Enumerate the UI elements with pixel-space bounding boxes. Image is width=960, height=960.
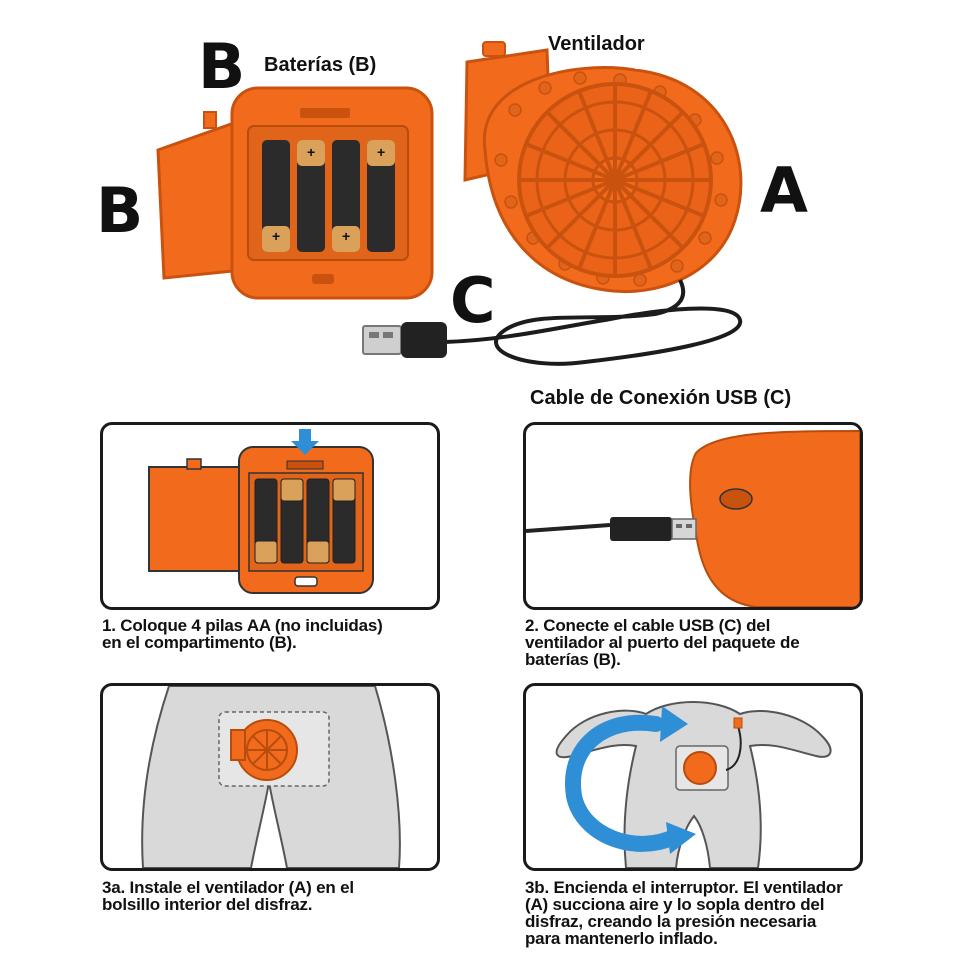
battery-pack-icon — [156, 86, 434, 300]
usb-connection-illustration — [526, 430, 860, 607]
step-2-panel — [523, 422, 863, 610]
step-3a-panel — [100, 683, 440, 871]
step-2-text: 2. Conecte el cable USB (C) del ventilad… — [525, 616, 800, 669]
battery-plus-4: + — [377, 144, 386, 160]
label-b-top: B — [198, 30, 246, 103]
battery-plus-2: + — [307, 144, 316, 160]
label-ventilador: Ventilador — [548, 33, 645, 55]
step-1-text: 1. Coloque 4 pilas AA (no incluidas) en … — [102, 616, 383, 652]
label-cable-usb: Cable de Conexión USB (C) — [530, 387, 792, 409]
down-arrow-icon — [291, 429, 319, 455]
step-3b-panel — [523, 683, 863, 871]
battery-plus-1: + — [272, 228, 281, 244]
usb-plug-icon — [362, 279, 743, 366]
label-a: A — [760, 154, 808, 227]
airflow-arrow-icon — [565, 706, 696, 854]
step-3a-text: 3a. Instale el ventilador (A) en el bols… — [102, 878, 354, 914]
label-baterias: Baterías (B) — [264, 54, 377, 76]
battery-plus-3: + — [342, 228, 351, 244]
label-b-left: B — [96, 174, 144, 247]
battery-compartment-illustration — [148, 429, 374, 594]
costume-pocket-illustration — [141, 686, 401, 868]
label-c: C — [450, 264, 496, 337]
step-1-panel — [100, 422, 440, 610]
step-3b-text: 3b. Encienda el interruptor. El ventilad… — [525, 878, 843, 948]
costume-inflating-illustration — [555, 701, 832, 868]
fan-icon — [463, 41, 743, 294]
